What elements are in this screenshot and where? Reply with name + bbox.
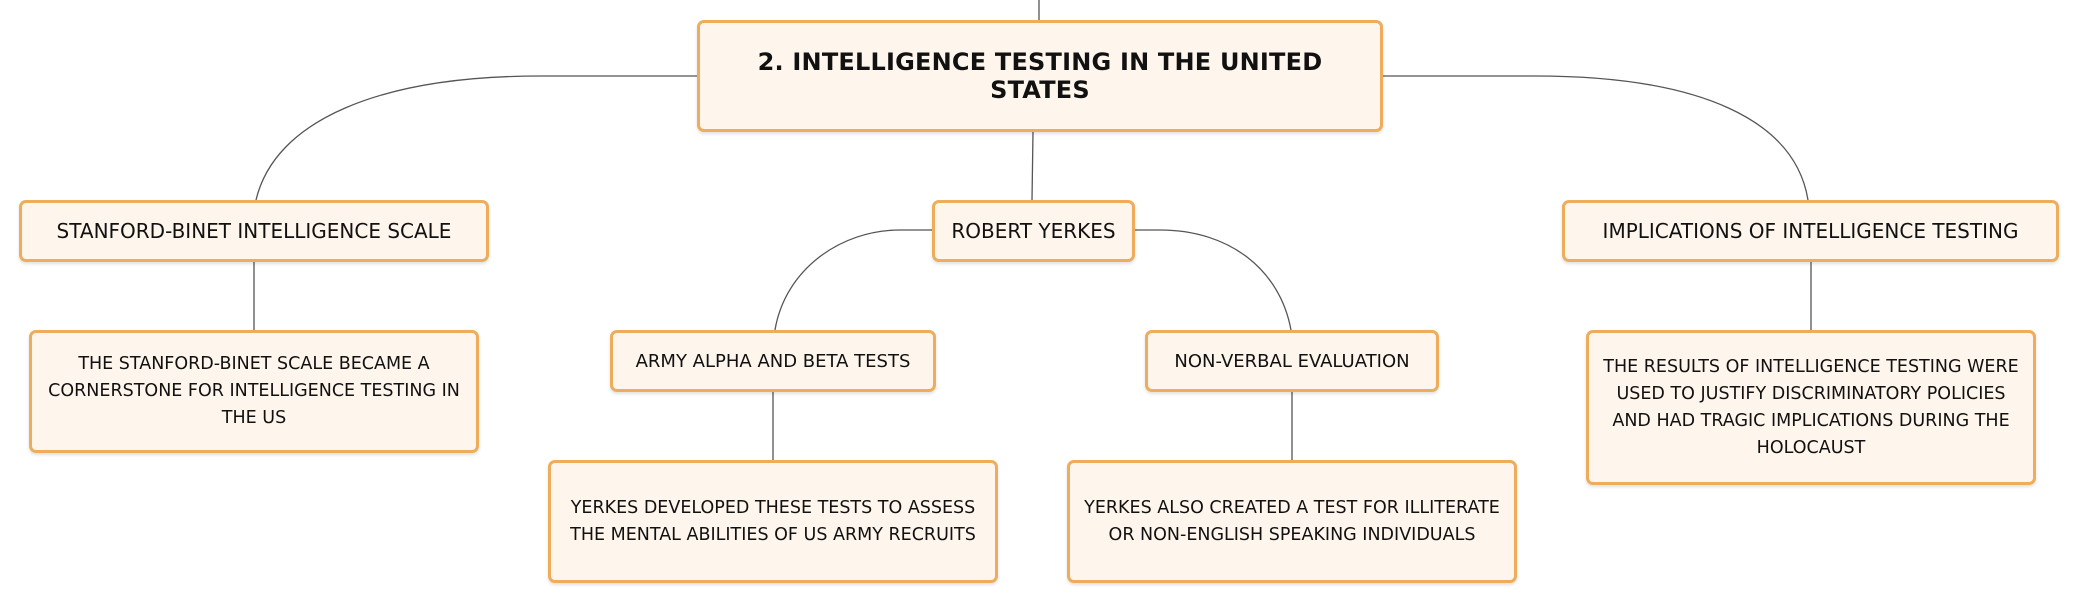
- subbranch-node-non-verbal[interactable]: NON-VERBAL EVALUATION: [1145, 330, 1439, 392]
- subbranch-node-label: NON-VERBAL EVALUATION: [1174, 350, 1410, 372]
- connector-yerkes-army: [774, 229, 932, 331]
- branch-node-label: IMPLICATIONS OF INTELLIGENCE TESTING: [1602, 219, 2019, 243]
- connector-root-implications: [1382, 75, 1809, 201]
- connector-root-stanford: [255, 75, 697, 201]
- subbranch-node-label: ARMY ALPHA AND BETA TESTS: [635, 350, 911, 372]
- detail-node-stanford-binet[interactable]: THE STANFORD-BINET SCALE BECAME A CORNER…: [29, 330, 479, 453]
- detail-node-implications[interactable]: THE RESULTS OF INTELLIGENCE TESTING WERE…: [1586, 330, 2036, 485]
- detail-node-non-verbal[interactable]: YERKES ALSO CREATED A TEST FOR ILLITERAT…: [1067, 460, 1517, 583]
- connector-root-yerkes: [1031, 131, 1034, 201]
- root-node[interactable]: 2. INTELLIGENCE TESTING IN THE UNITED ST…: [697, 20, 1383, 132]
- detail-node-text: YERKES ALSO CREATED A TEST FOR ILLITERAT…: [1084, 497, 1500, 545]
- detail-node-text: YERKES DEVELOPED THESE TESTS TO ASSESS T…: [570, 497, 976, 545]
- branch-node-robert-yerkes[interactable]: ROBERT YERKES: [932, 200, 1135, 262]
- branch-node-label: ROBERT YERKES: [951, 219, 1116, 243]
- connector-yerkes-nonverbal: [1134, 229, 1292, 331]
- detail-node-text: THE RESULTS OF INTELLIGENCE TESTING WERE…: [1603, 356, 2019, 458]
- subbranch-node-army-alpha-beta[interactable]: ARMY ALPHA AND BETA TESTS: [610, 330, 936, 392]
- branch-node-stanford-binet[interactable]: STANFORD-BINET INTELLIGENCE SCALE: [19, 200, 489, 262]
- detail-node-army-alpha-beta[interactable]: YERKES DEVELOPED THESE TESTS TO ASSESS T…: [548, 460, 998, 583]
- detail-node-text: THE STANFORD-BINET SCALE BECAME A CORNER…: [48, 354, 460, 428]
- branch-node-implications[interactable]: IMPLICATIONS OF INTELLIGENCE TESTING: [1562, 200, 2059, 262]
- branch-node-label: STANFORD-BINET INTELLIGENCE SCALE: [56, 219, 452, 243]
- root-node-label: 2. INTELLIGENCE TESTING IN THE UNITED ST…: [757, 48, 1323, 104]
